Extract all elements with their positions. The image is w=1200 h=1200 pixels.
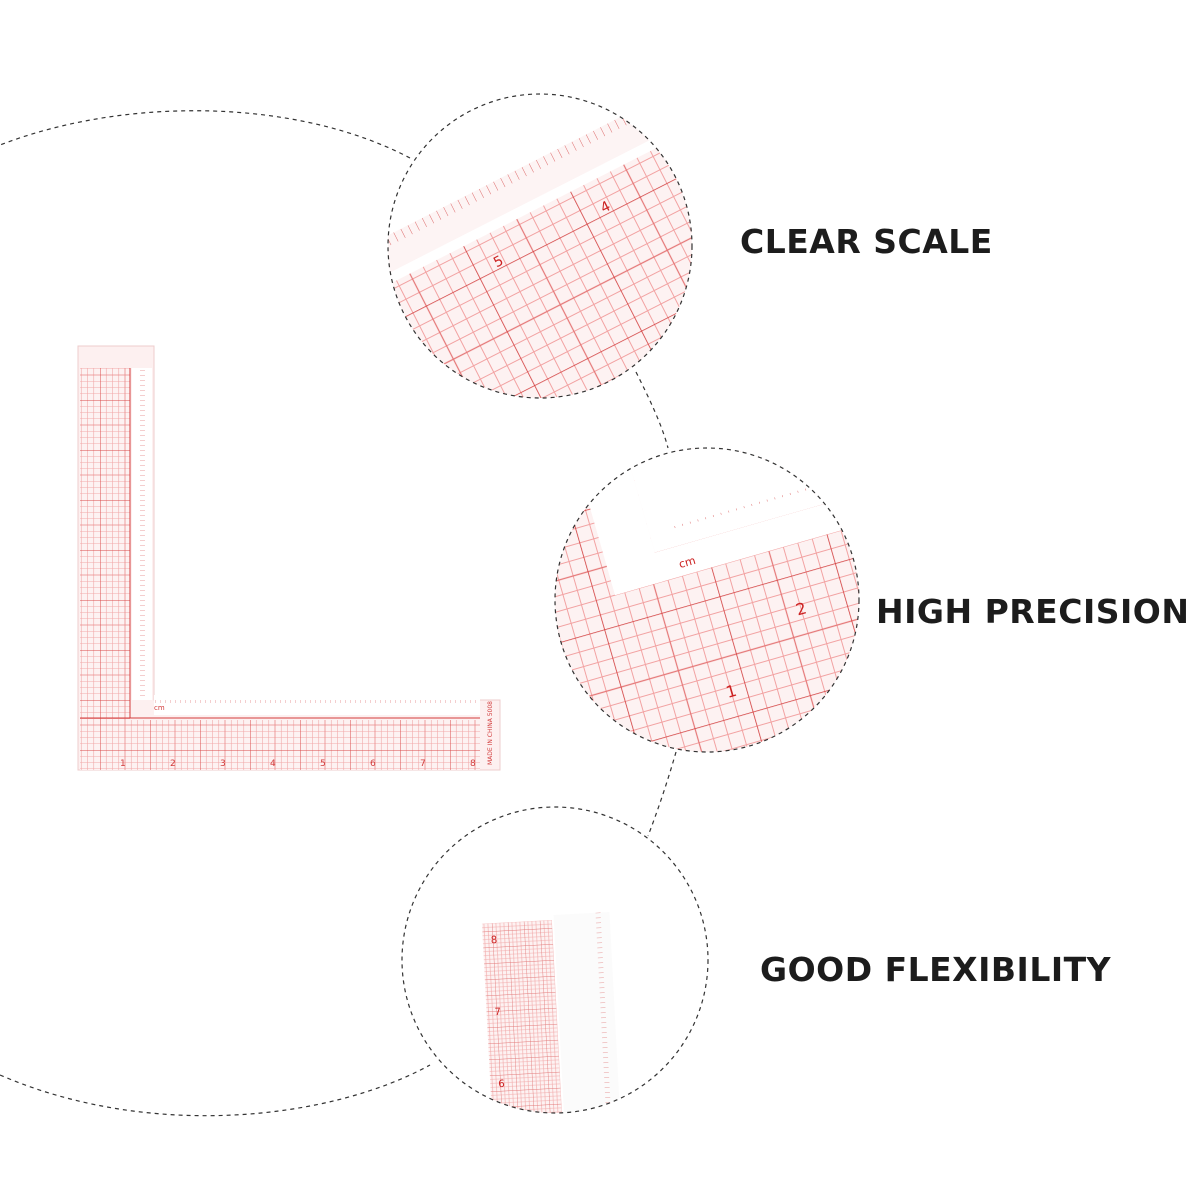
- inch-number: 4: [270, 759, 276, 769]
- inch-number: 8: [470, 759, 476, 769]
- svg-text:6: 6: [384, 307, 399, 325]
- connector-line: [635, 371, 669, 449]
- svg-text:7: 7: [494, 1007, 501, 1018]
- inch-number: 3: [220, 759, 226, 769]
- inch-number: 5: [320, 759, 326, 769]
- svg-text:8: 8: [491, 935, 498, 946]
- l-ruler: 1 2 3 4 5 6 7 8 MADE IN CHINA 5008 cm: [77, 345, 501, 771]
- connector-line: [647, 751, 677, 837]
- inch-number: 6: [370, 759, 376, 769]
- svg-text:2: 2: [794, 598, 809, 619]
- large-dashed-outline: [0, 110, 431, 1117]
- inch-number: 7: [420, 759, 426, 769]
- inch-number: 2: [170, 759, 176, 769]
- zoom-circle-good-flexibility: 8 7 6: [401, 806, 709, 1114]
- inch-number: 1: [120, 759, 126, 769]
- feature-label-clear-scale: CLEAR SCALE: [740, 222, 993, 261]
- svg-text:6: 6: [498, 1079, 505, 1090]
- svg-text:1: 1: [724, 681, 739, 702]
- ruler-imprint: MADE IN CHINA 5008: [487, 701, 494, 765]
- zoom-circle-clear-scale: 4 5 6: [384, 93, 693, 399]
- feature-label-good-flexibility: GOOD FLEXIBILITY: [760, 950, 1112, 989]
- feature-label-high-precision: HIGH PRECISION: [876, 592, 1190, 631]
- svg-text:cm: cm: [677, 554, 697, 571]
- unit-label: cm: [154, 704, 165, 712]
